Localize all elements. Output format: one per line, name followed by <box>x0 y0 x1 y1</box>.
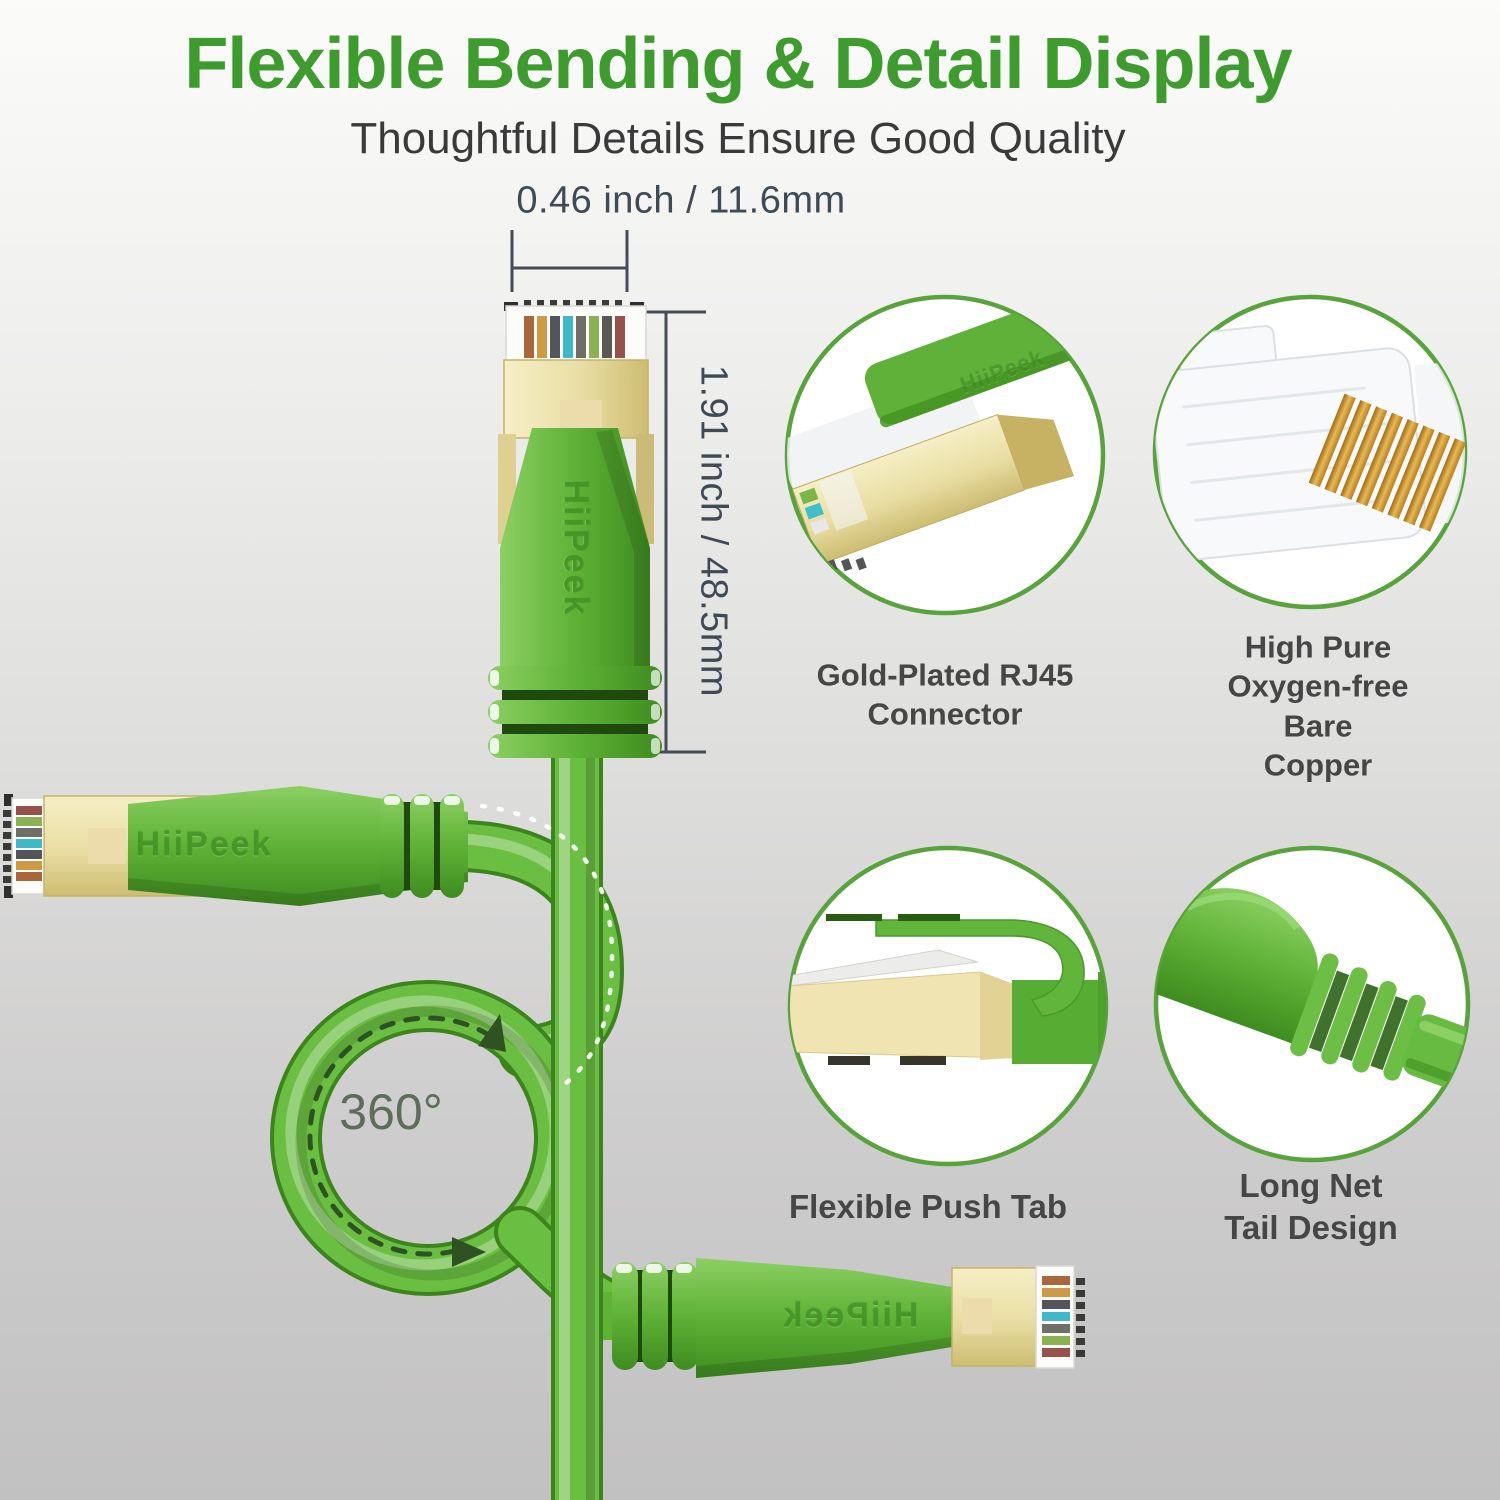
callout-label-net-tail: Long Net Tail Design <box>1224 1167 1398 1246</box>
left-rj45-connector <box>3 786 468 906</box>
callout-gold-rj45-clip <box>864 302 1074 425</box>
rotation-arrow <box>307 1014 506 1267</box>
callout-label-push-tab: Flexible Push Tab <box>788 1188 1068 1226</box>
callout-label-gold-rj45: Gold-Plated RJ45 Connector <box>816 657 1074 732</box>
top-connector-strain-relief <box>488 666 662 758</box>
top-rj45-connector <box>488 300 662 758</box>
width-dimension-label: 0.46 inch / 11.6mm <box>516 179 846 222</box>
width-dimension-line <box>510 230 629 292</box>
top-connector-boot <box>500 428 650 672</box>
left-connector-wires <box>16 806 42 881</box>
callout-net-tail <box>1153 845 1471 1163</box>
callout-gold-rj45 <box>784 294 1106 616</box>
copper-pins <box>1308 393 1465 532</box>
bottom-connector-wires <box>1042 1276 1070 1357</box>
bottom-connector-strain-relief <box>612 1262 698 1370</box>
callout-push-tab <box>787 845 1109 1167</box>
brand-logo-left-connector: HiiPeek <box>135 825 273 864</box>
rotation-arrowhead-bottom <box>452 1237 486 1267</box>
callout-bare-copper <box>1152 294 1468 610</box>
bottom-right-rj45-connector <box>612 1258 1085 1378</box>
cable-twist-guide-line <box>479 803 615 1091</box>
rotation-arrowhead-top <box>478 1014 506 1052</box>
rotation-degrees-label: 360° <box>339 1084 443 1140</box>
bottom-connector-boot <box>696 1258 958 1378</box>
page-title: Flexible Bending & Detail Display <box>184 24 1292 104</box>
top-connector-wires <box>524 316 625 358</box>
brand-logo-bottom-connector: HiiPeek <box>781 1296 919 1335</box>
page-subtitle: Thoughtful Details Ensure Good Quality <box>350 114 1126 163</box>
bottom-connector-pins <box>1076 1278 1085 1357</box>
top-connector-pins <box>524 300 622 309</box>
left-connector-strain-relief <box>380 794 464 898</box>
callout-label-bare-copper: High Pure Oxygen-free Bare Copper <box>1227 629 1409 783</box>
push-tab-shape <box>875 919 1085 1017</box>
brand-logo-top-connector: HiiPeek <box>556 479 595 617</box>
height-dimension-label: 1.91 inch / 48.5mm <box>692 364 735 698</box>
left-connector-pins <box>3 810 12 883</box>
vertical-cable <box>551 740 603 1500</box>
